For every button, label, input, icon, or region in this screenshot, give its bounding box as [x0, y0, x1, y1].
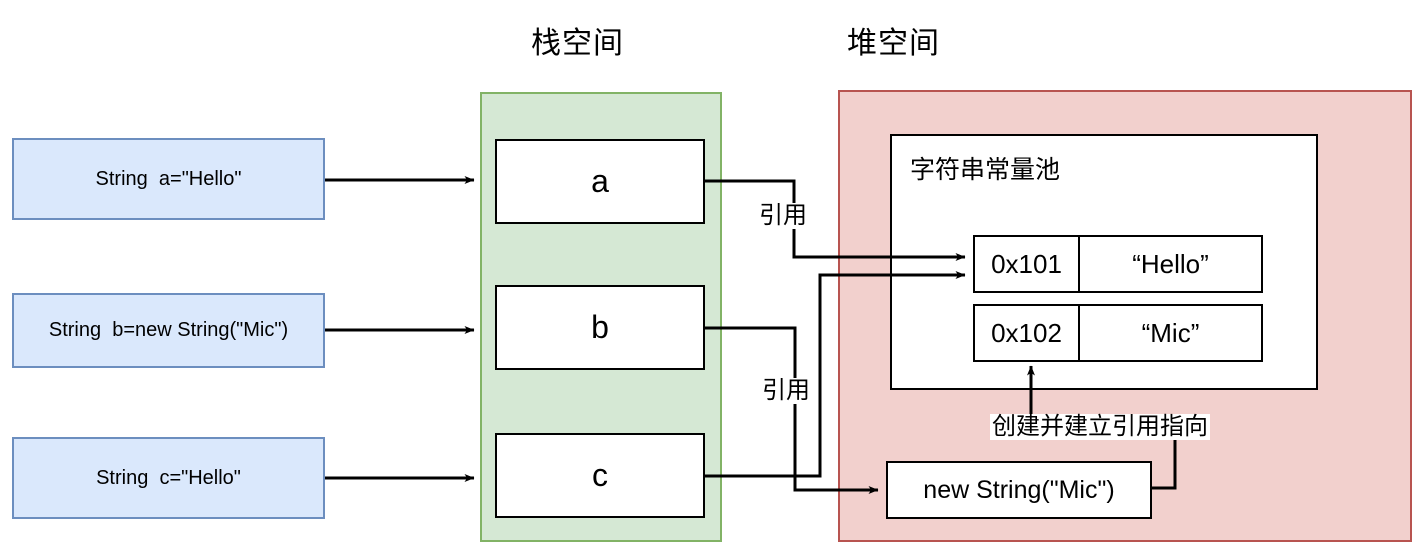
- edge-var-a-to-pool-hello: [705, 179, 966, 261]
- stack-var-b[interactable]: b: [495, 285, 705, 370]
- pool-address-0x101: 0x101: [975, 237, 1080, 291]
- heap-object-new-string[interactable]: new String("Mic"): [886, 461, 1152, 519]
- edge-label-create-reference: 创建并建立引用指向: [990, 413, 1210, 441]
- statement-box-a[interactable]: String a="Hello": [12, 138, 325, 220]
- heap-region-title: 堆空间: [847, 27, 940, 60]
- edge-var-c-to-pool-hello: [705, 271, 966, 478]
- pool-address-0x102: 0x102: [975, 306, 1080, 360]
- pool-value-hello: “Hello”: [1132, 248, 1209, 279]
- pool-row-0x101[interactable]: 0x101 “Hello”: [973, 235, 1263, 293]
- pool-value-mic: “Mic”: [1141, 317, 1200, 348]
- edge-label-reference-a: 引用: [757, 202, 809, 230]
- edge-label-reference-b: 引用: [760, 377, 812, 405]
- stack-region-title: 栈空间: [531, 27, 624, 60]
- statement-box-b[interactable]: String b=new String("Mic"): [12, 293, 325, 368]
- string-constant-pool-title: 字符串常量池: [910, 156, 1061, 184]
- stack-var-c[interactable]: c: [495, 433, 705, 518]
- edge-var-b-to-heap-object: [705, 326, 879, 494]
- statement-box-c[interactable]: String c="Hello": [12, 437, 325, 519]
- stack-var-a[interactable]: a: [495, 139, 705, 224]
- pool-row-0x102[interactable]: 0x102 “Mic”: [973, 304, 1263, 362]
